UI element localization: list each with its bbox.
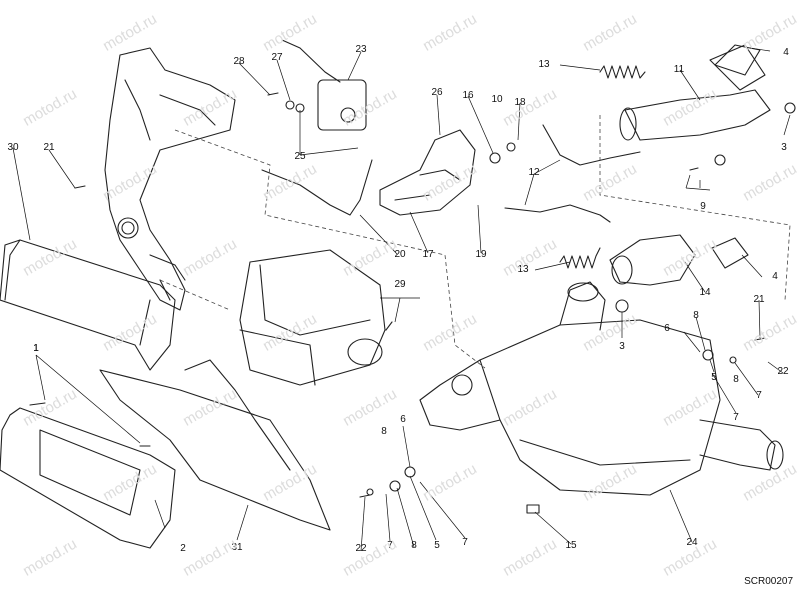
callout-7: 7 — [733, 412, 739, 423]
cover-2 — [0, 407, 176, 549]
side-shield-31 — [99, 369, 331, 531]
callout-21: 21 — [753, 294, 765, 305]
callout-4: 4 — [783, 47, 789, 58]
callout-2: 2 — [180, 543, 186, 554]
callout-17: 17 — [422, 249, 434, 260]
callout-10: 10 — [491, 94, 503, 105]
callout-13: 13 — [517, 264, 529, 275]
gasket-4-top — [714, 44, 761, 76]
callout-8: 8 — [693, 310, 699, 321]
callout-12: 12 — [528, 167, 540, 178]
callout-1: 1 — [33, 343, 39, 354]
callout-31: 31 — [231, 542, 243, 553]
callout-24: 24 — [686, 537, 698, 548]
reference-code: SCR00207 — [744, 576, 793, 587]
pipe-14 — [609, 234, 696, 286]
callout-22: 22 — [777, 366, 789, 377]
callout-25: 25 — [294, 151, 306, 162]
callout-4: 4 — [772, 271, 778, 282]
callout-14: 14 — [699, 287, 711, 298]
servo-23 — [317, 79, 367, 131]
silencer-24 — [479, 319, 721, 496]
callout-22: 22 — [355, 543, 367, 554]
callout-9: 9 — [700, 201, 706, 212]
callout-28: 28 — [233, 56, 245, 67]
heat-shield-30 — [0, 239, 176, 371]
callout-29: 29 — [394, 279, 406, 290]
callout-7: 7 — [462, 537, 468, 548]
callout-13: 13 — [538, 59, 550, 70]
callout-20: 20 — [394, 249, 406, 260]
header-pipe-11 — [624, 89, 771, 141]
callout-7: 7 — [387, 540, 393, 551]
callout-8: 8 — [411, 540, 417, 551]
callout-8: 8 — [733, 374, 739, 385]
callout-3: 3 — [619, 341, 625, 352]
callout-1: 1 — [33, 343, 39, 354]
callout-30: 30 — [7, 142, 19, 153]
callout-18: 18 — [514, 97, 526, 108]
callout-6: 6 — [664, 323, 670, 334]
callout-26: 26 — [431, 87, 443, 98]
callout-23: 23 — [355, 44, 367, 55]
bracket-26 — [379, 129, 476, 216]
callout-7: 7 — [756, 390, 762, 401]
frame-subframe — [104, 47, 236, 311]
callout-3: 3 — [781, 142, 787, 153]
cable-20 — [261, 159, 373, 216]
callout-19: 19 — [475, 249, 487, 260]
callout-5: 5 — [711, 372, 717, 383]
callout-27: 27 — [271, 52, 283, 63]
gasket-4-bottom — [711, 237, 749, 269]
callout-16: 16 — [462, 90, 474, 101]
callout-11: 11 — [673, 64, 685, 75]
callout-15: 15 — [565, 540, 577, 551]
callout-6: 6 — [400, 414, 406, 425]
callout-8: 8 — [381, 426, 387, 437]
callout-21: 21 — [43, 142, 55, 153]
callout-5: 5 — [434, 540, 440, 551]
